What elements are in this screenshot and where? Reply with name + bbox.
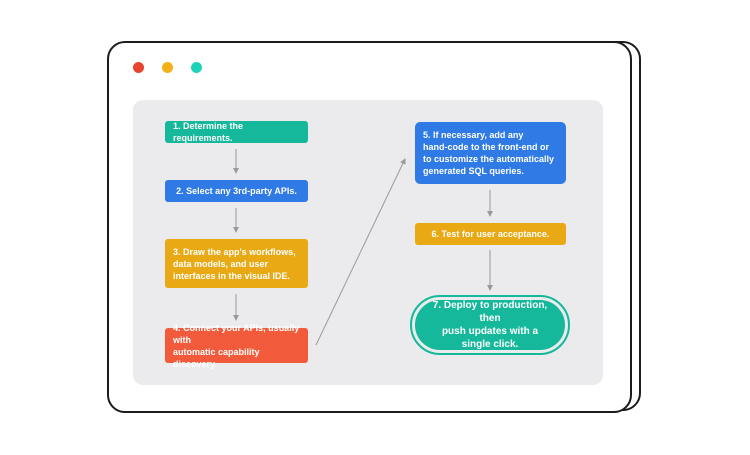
step-6-label: 6. Test for user acceptance. [431, 229, 550, 239]
minimize-dot[interactable] [162, 62, 173, 73]
step-6-box: 6. Test for user acceptance. [415, 223, 566, 245]
step-3-box: 3. Draw the app's workflows, data models… [165, 239, 308, 288]
step-4-box: 4. Connect your APIs, usually with autom… [165, 323, 308, 369]
step-2-box: 2. Select any 3rd-party APIs. [165, 180, 308, 202]
step-7-label: 7. Deploy to production, then push updat… [432, 300, 548, 350]
step-5-label: 5. If necessary, add any hand-code to th… [423, 130, 555, 176]
step-2-label: 2. Select any 3rd-party APIs. [176, 186, 297, 196]
step-5-box: 5. If necessary, add any hand-code to th… [415, 122, 566, 184]
step-7-box: 7. Deploy to production, then push updat… [415, 300, 565, 350]
step-1-label: 1. Determine the requirements. [173, 121, 244, 143]
step-3-label: 3. Draw the app's workflows, data models… [173, 246, 296, 281]
maximize-dot[interactable] [191, 62, 202, 73]
step-1-box: 1. Determine the requirements. [165, 121, 308, 143]
close-dot[interactable] [133, 62, 144, 73]
step-4-label: 4. Connect your APIs, usually with autom… [173, 322, 300, 369]
step-7-outline [410, 295, 570, 355]
